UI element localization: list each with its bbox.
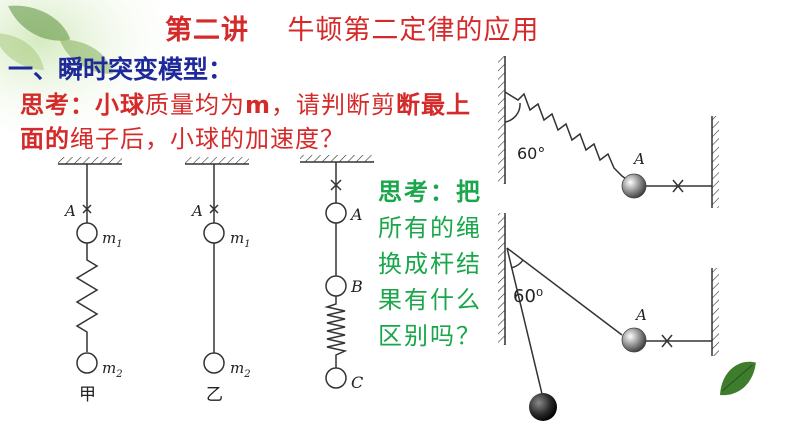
ceiling <box>300 155 374 162</box>
mass-ball <box>203 352 225 374</box>
ball <box>529 393 557 421</box>
mass-subscript: 1 <box>244 239 250 250</box>
mass-symbol: m <box>102 359 116 377</box>
question-text-2: ，请判断剪 <box>271 91 397 119</box>
label-mass-2: m2 <box>102 359 123 380</box>
question-text: 思考：小球质量均为m，请判断剪断最上面的绳子后，小球的加速度？ <box>20 88 485 156</box>
ceiling <box>185 157 249 164</box>
mass-subscript: 1 <box>116 239 122 250</box>
cut-mark-icon <box>330 179 342 191</box>
ceiling <box>58 157 122 164</box>
note-text: 所有的绳换成杆结果有什么区别吗？ <box>378 214 482 350</box>
left-wall <box>498 56 505 184</box>
spring <box>504 91 634 185</box>
angle-label: 60⁰ <box>513 286 543 307</box>
label-mass-1: m1 <box>230 229 251 250</box>
question-text-3: 绳子后，小球的加速度？ <box>70 125 345 153</box>
cut-mark-icon <box>661 334 673 348</box>
ball-label: A <box>634 306 647 324</box>
ball-label: A <box>632 150 645 168</box>
question-bold-1: 思考：小球 <box>20 91 145 119</box>
title-lecture: 第二讲 <box>165 15 249 46</box>
label-mass-2: m2 <box>230 359 251 380</box>
figure-caption: 甲 <box>79 385 96 405</box>
ball <box>621 173 647 199</box>
cut-mark-icon <box>209 204 219 214</box>
question-bold-3: 断最上面的 <box>20 91 472 153</box>
section-heading: 一、瞬时突变模型： <box>8 55 234 84</box>
angle-arc <box>504 102 521 123</box>
figure-jia <box>58 157 122 374</box>
mass-symbol: m <box>102 229 116 247</box>
figure-rod-wall <box>498 213 719 399</box>
note-bold: 思考：把 <box>378 178 482 206</box>
label-point-a: A <box>190 202 203 220</box>
figure-chain <box>300 155 374 389</box>
title-topic: 牛顿第二定律的应用 <box>287 15 540 46</box>
rope <box>506 247 544 399</box>
ball <box>621 327 647 353</box>
mass-ball <box>325 275 347 297</box>
spring <box>324 296 348 368</box>
mass-symbol: m <box>230 359 244 377</box>
left-wall <box>498 213 505 345</box>
spring <box>75 243 99 352</box>
mass-ball <box>325 202 347 224</box>
label-point-a: A <box>349 205 363 224</box>
right-wall <box>712 268 719 356</box>
cut-mark-icon <box>672 179 684 193</box>
angle-label: 60° <box>517 144 545 163</box>
angle-arc <box>510 259 524 269</box>
mass-subscript: 2 <box>243 369 250 380</box>
label-point-c: C <box>351 373 363 392</box>
question-bold-2: m <box>245 91 272 119</box>
rod <box>506 247 623 336</box>
label-point-b: B <box>350 277 363 296</box>
mass-ball <box>325 367 347 389</box>
mass-subscript: 2 <box>115 369 122 380</box>
right-wall <box>712 116 719 208</box>
figure-yi <box>185 157 249 374</box>
mass-ball <box>203 222 225 244</box>
figure-spring-wall <box>498 56 719 208</box>
mass-ball <box>76 352 98 374</box>
page-title: 第二讲 牛顿第二定律的应用 <box>165 8 539 47</box>
label-mass-1: m1 <box>102 229 123 250</box>
mass-symbol: m <box>230 229 244 247</box>
rod-question-note: 思考：把所有的绳换成杆结果有什么区别吗？ <box>378 174 496 354</box>
figure-caption: 乙 <box>206 385 223 405</box>
cut-mark-icon <box>82 204 92 214</box>
label-point-a: A <box>63 202 76 220</box>
mass-ball <box>76 222 98 244</box>
question-text-1: 质量均为 <box>145 91 245 119</box>
